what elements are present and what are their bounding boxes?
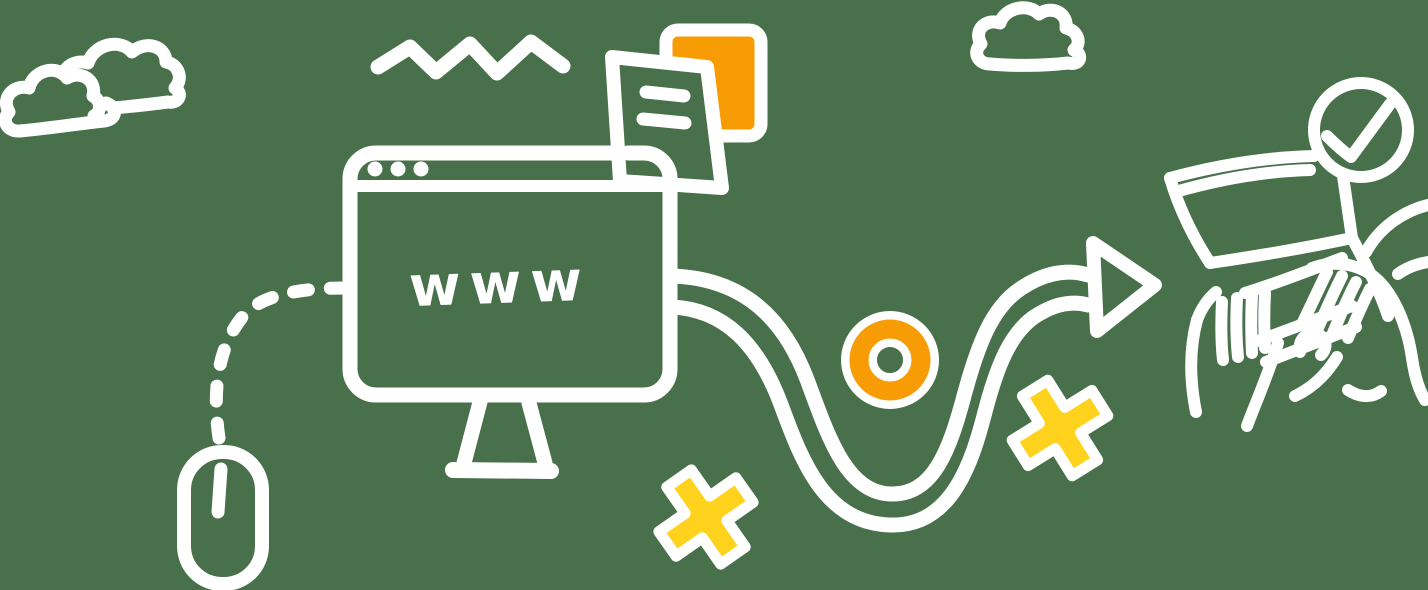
documents-icon (605, 23, 768, 214)
laptop-lid-right-edge (1337, 170, 1358, 244)
x-mark-right-icon (1006, 374, 1114, 482)
monitor-stand-left-leg (456, 394, 488, 471)
orange-ring-icon (841, 311, 939, 409)
cloud-front (0, 63, 121, 138)
browser-dot-2 (390, 161, 406, 177)
left-thumb (1241, 337, 1284, 432)
browser-monitor-icon: www (342, 145, 678, 479)
laptop-lid-top-edge-inner (1169, 164, 1316, 198)
check-circle-outline (1308, 77, 1414, 183)
right-hand-finger-4 (1342, 283, 1376, 344)
right-arm-top-edge (1360, 199, 1428, 258)
monitor-stand-right-leg (521, 395, 553, 471)
document-text-line-2 (636, 112, 692, 130)
left-hand-finger-1 (1215, 296, 1229, 366)
right-hand-knuckle-edge (1306, 257, 1428, 406)
laptop-hands-icon (1164, 77, 1428, 432)
ring-orange (849, 319, 931, 401)
laptop-lid-top-edge (1164, 150, 1320, 184)
document-text-line-1 (639, 85, 691, 103)
left-hand-finger-4 (1258, 287, 1271, 354)
mouse-scroll-line (211, 462, 228, 519)
cloud-right-icon (970, 1, 1087, 72)
keyboard-lower-edge (1260, 321, 1362, 368)
monitor-stand-base (445, 462, 559, 479)
cloud-shape (970, 1, 1087, 72)
x-mark-left-icon (653, 464, 759, 570)
arrow-head (1086, 236, 1162, 338)
laptop-lid-left-edge (1164, 172, 1216, 269)
left-hand-finger-3 (1245, 289, 1258, 359)
clouds-left-icon (0, 37, 186, 138)
arrow-curve-top (663, 264, 1096, 502)
right-hand-finger-1 (1297, 266, 1333, 328)
www-label: www (408, 249, 592, 320)
curved-arrow-icon (663, 236, 1162, 533)
right-thumb (1289, 351, 1343, 402)
zigzag-icon (370, 34, 571, 81)
right-hand-finger-3 (1327, 276, 1362, 339)
dashed-cable (209, 281, 351, 445)
right-wrist-curve (1342, 384, 1387, 403)
arrow-curve-bottom (663, 295, 1096, 533)
right-hand-finger-2 (1312, 270, 1348, 334)
browser-dot-3 (413, 161, 429, 177)
monitor-corner-overlap (620, 145, 678, 214)
laptop-hinge (1204, 232, 1358, 269)
right-arm-bottom-edge (1392, 256, 1428, 280)
browser-dot-1 (367, 161, 383, 177)
right-index-fingertip (1293, 327, 1332, 361)
check-mark (1321, 98, 1396, 163)
mouse-body (177, 445, 269, 590)
check-circle-icon (1308, 77, 1414, 183)
computer-mouse-icon (177, 445, 269, 590)
left-hand-finger-2 (1230, 292, 1244, 363)
left-hand-palm-edge (1185, 314, 1203, 418)
